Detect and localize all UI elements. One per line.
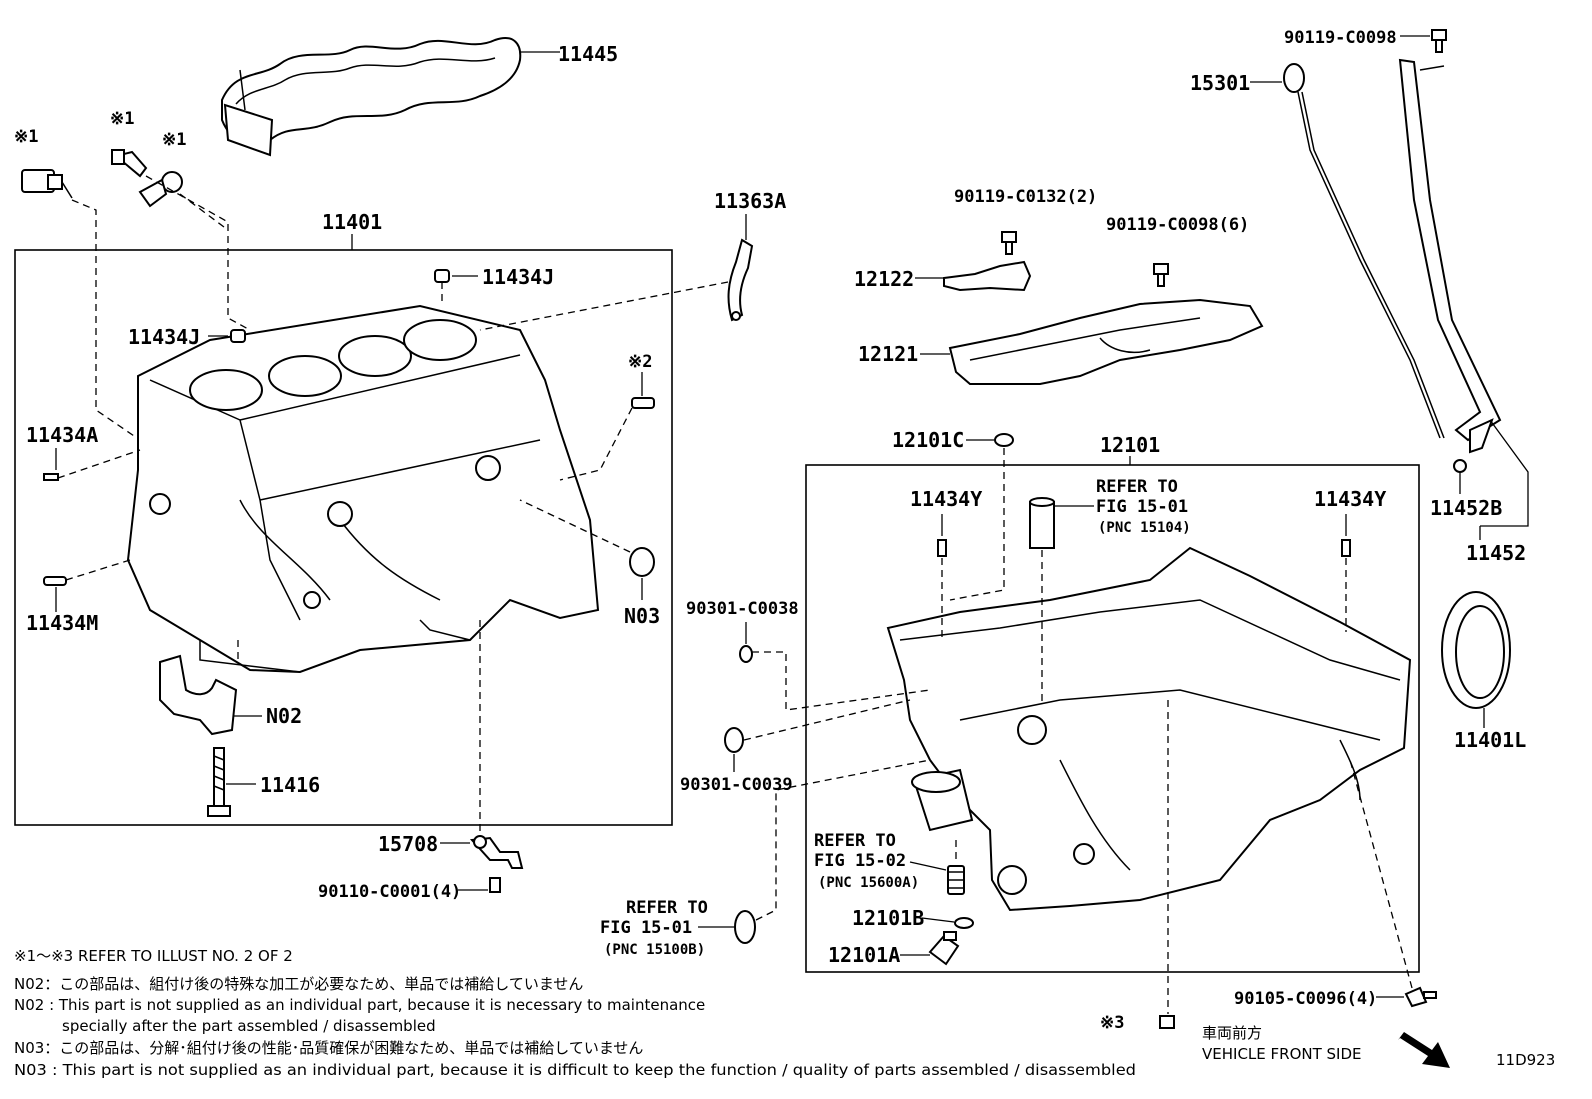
bracket-part [727, 238, 754, 322]
diagram-id: 11D923 [1496, 1051, 1555, 1069]
label-refer-to-b: REFER TO [814, 831, 896, 851]
label-90119-c0098-6: 90119-C0098(6) [1106, 215, 1249, 235]
label-11452: 11452 [1466, 541, 1526, 565]
dowel-pin-part [937, 539, 947, 557]
label-12122: 12122 [854, 267, 914, 291]
label-12101b: 12101B [852, 906, 924, 930]
oil-seal-part [1441, 591, 1511, 709]
label-11434a: 11434A [26, 423, 98, 447]
drain-plug-part [928, 931, 960, 966]
label-11434j-top: 11434J [482, 265, 554, 289]
dowel-pin-part [631, 397, 655, 409]
note-n03-en: N03 : This part is not supplied as an in… [14, 1061, 1136, 1079]
cylinder-block-part [126, 304, 600, 674]
dowel-pin-part [43, 473, 59, 481]
label-15708: 15708 [378, 832, 438, 856]
label-11401: 11401 [322, 210, 382, 234]
label-fig-15-01-b: FIG 15-01 [600, 918, 692, 938]
label-90119-c0098-top: 90119-C0098 [1284, 28, 1397, 48]
bolt-part [1404, 986, 1437, 1008]
oil-strainer-ref-part [1029, 497, 1055, 549]
label-11434y-right: 11434Y [1314, 487, 1386, 511]
vehicle-front-label-en: VEHICLE FRONT SIDE [1202, 1045, 1362, 1063]
label-n02: N02 [266, 704, 302, 728]
bracket-part [943, 260, 1032, 292]
expansion-plug-part [629, 547, 655, 577]
label-pnc-15600a: (PNC 15600A) [818, 875, 919, 891]
label-11434y-left: 11434Y [910, 487, 982, 511]
dowel-pin-part [1341, 539, 1351, 557]
knock-sensor-part [138, 171, 183, 208]
label-90105-c0096: 90105-C0096(4) [1234, 989, 1377, 1009]
label-11434m: 11434M [26, 611, 98, 635]
bolt-part [1431, 29, 1447, 53]
plug-part [434, 269, 450, 283]
o-ring-part [724, 727, 744, 753]
o-ring-part [734, 910, 756, 944]
dowel-pin-part [43, 576, 67, 586]
plug-part [230, 329, 246, 343]
label-11434j-left: 11434J [128, 325, 200, 349]
oil-filter-union-part [947, 865, 965, 895]
note-n02-en-line2: specially after the part assembled / dis… [62, 1017, 436, 1035]
label-pnc-15100b: (PNC 15100B) [604, 942, 705, 958]
label-90301-c0038: 90301-C0038 [686, 599, 799, 619]
cylinder-block-group-box [14, 249, 673, 826]
bolt-part [1159, 1015, 1175, 1029]
label-11445: 11445 [558, 42, 618, 66]
label-12101c: 12101C [892, 428, 964, 452]
oil-jet-part [469, 835, 524, 869]
label-ref-1-a: ※1 [14, 127, 38, 147]
label-ref-2: ※2 [628, 352, 652, 372]
label-12121: 12121 [858, 342, 918, 366]
label-fig-15-01-a: FIG 15-01 [1096, 497, 1188, 517]
note-n02-jp: N02：この部品は、組付け後の特殊な加工が必要なため、単品では補給していません [14, 975, 583, 993]
bearing-cap-part [159, 654, 238, 736]
bolt-part [1001, 231, 1017, 255]
vehicle-front-label-jp: 車両前方 [1202, 1024, 1262, 1042]
note-n02-en-line1: N02 : This part is not supplied as an in… [14, 996, 705, 1014]
label-11401l: 11401L [1454, 728, 1526, 752]
label-ref-1-c: ※1 [162, 130, 186, 150]
note-refer-illust: ※1～※3 REFER TO ILLUST NO. 2 OF 2 [14, 947, 293, 965]
o-ring-part [1453, 459, 1467, 473]
oil-level-gauge-guide-part [1398, 58, 1502, 454]
cap-bolt-part [207, 747, 231, 817]
label-90301-c0039: 90301-C0039 [680, 775, 793, 795]
label-pnc-15104: (PNC 15104) [1098, 520, 1191, 536]
label-ref-3: ※3 [1100, 1013, 1124, 1033]
sensor-part [21, 169, 73, 199]
label-11416: 11416 [260, 773, 320, 797]
bolt-part [489, 877, 501, 893]
o-ring-part [739, 645, 753, 663]
label-90119-c0132: 90119-C0132(2) [954, 187, 1097, 207]
stiffening-plate-part [948, 298, 1264, 385]
label-12101: 12101 [1100, 433, 1160, 457]
oil-level-gauge-part [1283, 63, 1445, 439]
label-15301: 15301 [1190, 71, 1250, 95]
drain-plug-gasket-part [954, 917, 974, 929]
drain-plug-gasket-part [994, 433, 1014, 447]
label-fig-15-02: FIG 15-02 [814, 851, 906, 871]
oil-pan-group-box [805, 464, 1420, 973]
label-12101a: 12101A [828, 943, 900, 967]
label-90110-c0001: 90110-C0001(4) [318, 882, 461, 902]
label-11363a: 11363A [714, 189, 786, 213]
label-refer-to-a: REFER TO [1096, 477, 1178, 497]
label-n03: N03 [624, 604, 660, 628]
bolt-part [1153, 263, 1169, 287]
label-11452b: 11452B [1430, 496, 1502, 520]
note-n03-jp: N03：この部品は、分解･組付け後の性能･品質確保が困難なため、単品では補給して… [14, 1039, 643, 1057]
label-refer-to-c: REFER TO [626, 898, 708, 918]
cylinder-block-insulator-part [221, 37, 522, 157]
vehicle-front-arrow-icon [1398, 1032, 1450, 1068]
oil-pan-part [886, 546, 1412, 912]
label-ref-1-b: ※1 [110, 109, 134, 129]
bolt-part [111, 149, 148, 178]
